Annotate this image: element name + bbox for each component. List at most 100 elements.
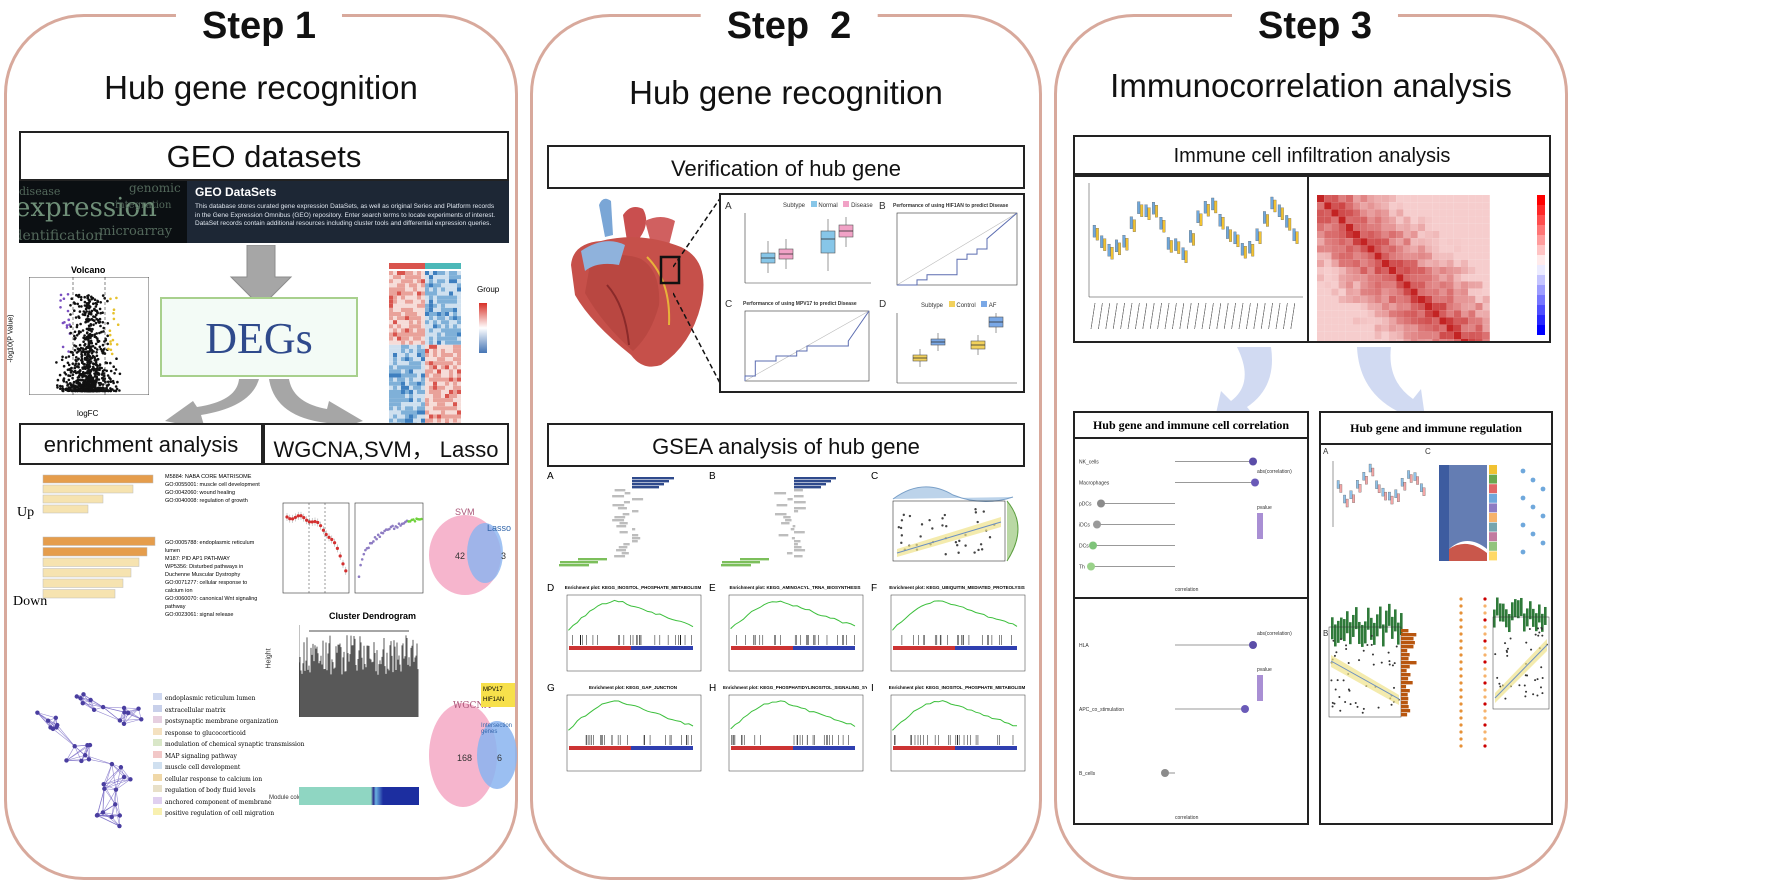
heatmap-cell xyxy=(1360,281,1368,289)
volcano-point xyxy=(78,343,82,347)
heatmap-cell xyxy=(1403,324,1411,332)
heatmap-cell xyxy=(1453,317,1461,325)
heatmap-cell xyxy=(401,398,405,403)
gsea-plot xyxy=(559,477,674,567)
heatmap-cell xyxy=(1396,267,1404,275)
box xyxy=(1416,476,1419,485)
network-legend-item: cellular response to calcium ion xyxy=(153,773,304,786)
heart-illustration xyxy=(571,198,704,367)
heat-dot xyxy=(1483,730,1487,734)
enrichment-bar xyxy=(42,557,140,567)
heatmap-cell xyxy=(1389,223,1397,231)
heatmap-cell xyxy=(1410,274,1418,282)
heatmap-cell xyxy=(1482,202,1490,210)
box xyxy=(1349,490,1353,499)
volcano-point xyxy=(88,358,91,361)
heatmap-cell xyxy=(445,336,449,341)
heatmap-cell xyxy=(1410,252,1418,260)
heatmap-cell xyxy=(433,287,437,292)
heatmap-cell xyxy=(1367,317,1375,325)
heatmap-cell xyxy=(393,287,397,292)
heatmap-cell xyxy=(441,398,445,403)
volcano-point xyxy=(69,367,72,371)
heatmap-cell xyxy=(417,357,421,362)
heatmap-cell xyxy=(1410,295,1418,303)
gsea-plot xyxy=(890,694,1026,772)
tick-label-mark xyxy=(1246,302,1251,330)
heatmap-cell xyxy=(437,357,441,362)
histogram-bar xyxy=(1401,669,1407,673)
gsea-bar xyxy=(622,513,630,516)
volcano-point xyxy=(97,320,100,324)
box xyxy=(1199,213,1203,226)
box xyxy=(1155,205,1158,218)
volcano-point xyxy=(69,325,73,328)
histogram-bar xyxy=(1364,621,1367,644)
volcano-point xyxy=(112,311,115,315)
gsea-bar xyxy=(721,564,751,567)
heatmap-cell xyxy=(1453,310,1461,318)
box xyxy=(1407,470,1410,479)
figure-divider xyxy=(1075,597,1307,599)
tick-label-mark xyxy=(1098,302,1103,330)
heatmap-cell xyxy=(1453,259,1461,267)
heatmap-cell xyxy=(1461,310,1469,318)
network-node xyxy=(83,753,88,758)
heatmap-cell xyxy=(1417,303,1425,311)
heatmap-cell xyxy=(433,328,437,333)
volcano-point xyxy=(75,356,78,359)
volcano-point xyxy=(94,301,97,305)
subtype-label: Subtype xyxy=(921,303,944,309)
volcano-point xyxy=(87,312,91,316)
volcano-point xyxy=(91,354,95,358)
scatter-point xyxy=(908,514,912,518)
scatter-point xyxy=(1344,701,1347,704)
heatmap-cell xyxy=(429,312,433,317)
volcano-point xyxy=(73,330,77,334)
box xyxy=(1248,241,1252,254)
heatmap-cell xyxy=(1432,209,1440,217)
heatmap-cell xyxy=(1439,288,1447,296)
network-edge xyxy=(102,812,120,816)
heatmap-cell xyxy=(417,398,421,403)
heat-dot xyxy=(1483,737,1487,741)
heatmap-cell xyxy=(1417,195,1425,203)
gsea-bar xyxy=(794,501,806,504)
heatmap-cell xyxy=(1403,259,1411,267)
heatmap-cell xyxy=(417,299,421,304)
heatmap-cell xyxy=(1317,331,1325,339)
scatter-point xyxy=(1361,711,1364,714)
heatmap-cell xyxy=(1360,303,1368,311)
heatmap-cell xyxy=(405,348,409,353)
down-term: GO:0071277: cellular response to calcium… xyxy=(165,580,248,594)
heatmap-cell xyxy=(433,279,437,284)
up-term: GO:0042060: wound healing xyxy=(165,490,236,496)
heatmap-cell xyxy=(389,369,393,374)
heatmap-cell xyxy=(1374,339,1382,341)
heatmap-cell xyxy=(417,389,421,394)
heatmap-cell xyxy=(1374,216,1382,224)
heatmap-cell xyxy=(1432,339,1440,341)
up-bar-chart xyxy=(42,474,154,514)
hub-immune-reg-title: Hub gene and immune regulation xyxy=(1350,421,1522,435)
heatmap-cell xyxy=(409,328,413,333)
heatmap-cell xyxy=(433,307,437,312)
heatmap-cell xyxy=(1439,238,1447,246)
heatmap-cell xyxy=(1475,288,1483,296)
heatmap-cell xyxy=(433,381,437,386)
heatmap-cell xyxy=(413,381,417,386)
volcano-point xyxy=(68,323,71,326)
step3-label: Step 3 xyxy=(1231,7,1399,45)
scatter-point xyxy=(977,548,980,552)
box xyxy=(1240,243,1244,256)
gsea-bar xyxy=(740,558,769,561)
panel-letter: D xyxy=(879,299,887,310)
heatmap-cell xyxy=(457,348,461,353)
plot-frame xyxy=(282,502,350,594)
volcano-point xyxy=(95,351,98,354)
enrichment-plot-title: Enrichment plot: KEGG_INOSITOL_PHOSPHATE… xyxy=(888,685,1026,690)
network-edge xyxy=(57,724,75,747)
gsea-plot xyxy=(728,594,864,672)
volcano-point xyxy=(87,324,91,328)
